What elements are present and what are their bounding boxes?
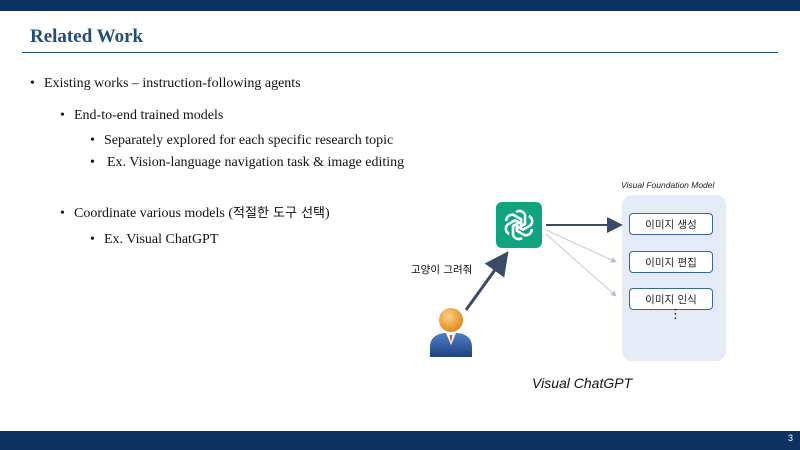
top-bar xyxy=(0,0,800,11)
model-box-recognition: 이미지 인식 xyxy=(629,288,713,310)
chatgpt-logo-icon xyxy=(496,202,542,248)
user-request-label: 고양이 그려줘 xyxy=(411,264,473,276)
page-number: 3 xyxy=(787,433,793,443)
arrow-chatgpt-to-editing xyxy=(545,229,617,263)
bullet-text-suffix: ) xyxy=(325,206,330,221)
user-icon xyxy=(428,305,474,357)
bullet-text: Ex. Vision-language navigation task & im… xyxy=(107,155,405,170)
bullet-text: Existing works – instruction-following a… xyxy=(44,76,301,91)
bullet-text-main: Coordinate various models ( xyxy=(74,206,234,221)
bullet-dot: • xyxy=(90,155,95,170)
model-box-editing: 이미지 편집 xyxy=(629,251,713,273)
bullet-dot: • xyxy=(90,133,95,148)
panel-title: Visual Foundation Model xyxy=(621,180,715,190)
slide-title: Related Work xyxy=(30,26,144,47)
bullet-dot: • xyxy=(30,76,35,91)
bullet-text: Ex. Visual ChatGPT xyxy=(104,232,219,247)
bullet-text: End-to-end trained models xyxy=(74,108,224,123)
footer-bar: 3 xyxy=(0,431,800,450)
arrow-user-to-chatgpt xyxy=(464,251,509,311)
model-box-generation: 이미지 생성 xyxy=(629,213,713,235)
bullet-text: Separately explored for each specific re… xyxy=(104,133,394,148)
bullet-text: Coordinate various models (적절한 도구 선택) xyxy=(74,205,330,223)
bullet-dot: • xyxy=(60,108,65,123)
arrow-chatgpt-to-recognition xyxy=(545,233,617,297)
diagram-caption: Visual ChatGPT xyxy=(532,375,633,391)
title-divider xyxy=(22,52,778,53)
bullet-dot: • xyxy=(60,206,65,221)
bullet-text-korean: 적절한 도구 선택 xyxy=(233,206,326,221)
bullet-dot: • xyxy=(90,232,95,247)
